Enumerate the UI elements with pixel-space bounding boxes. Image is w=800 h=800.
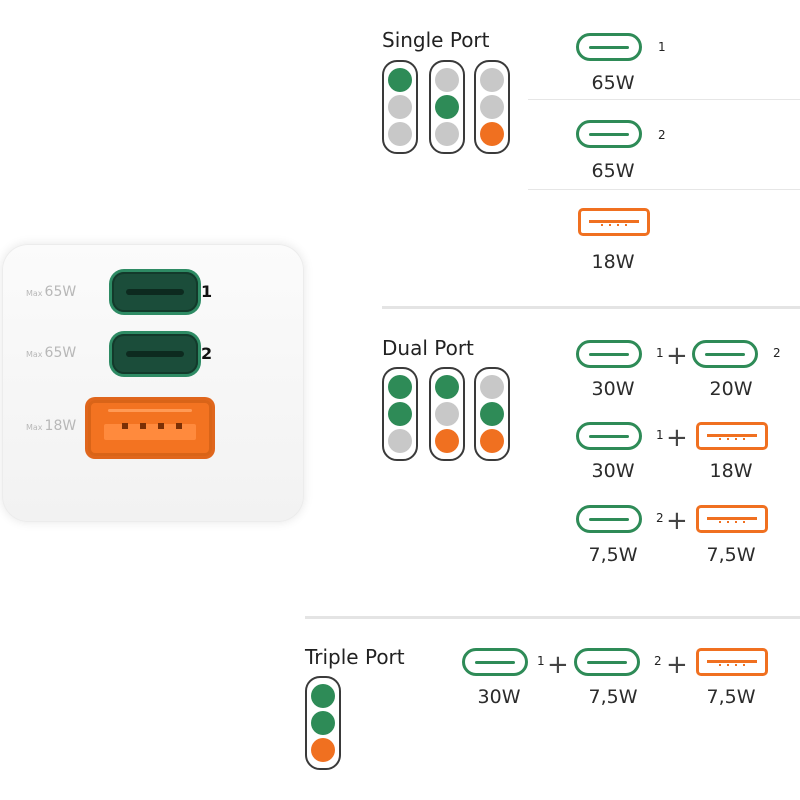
triple-b-watt: 7,5W (588, 686, 638, 708)
single-row-3-watt: 18W (591, 251, 635, 273)
usb-a-icon (696, 422, 768, 450)
single-led-indicator-2 (429, 60, 465, 154)
dual-row-2-a-watt: 30W (591, 460, 635, 482)
port-1-number: 1 (201, 282, 213, 301)
single-row-1-watt: 65W (591, 72, 635, 94)
usb-c-icon (576, 120, 642, 148)
section-divider (382, 306, 800, 309)
dual-row-3-a-label: 2 (656, 511, 664, 525)
dual-led-indicator-3 (474, 367, 510, 461)
plus-sign: + (666, 650, 688, 680)
triple-b-label: 2 (654, 654, 662, 668)
single-row-1-port-label: 1 (658, 40, 666, 54)
usb-c-icon (692, 340, 758, 368)
triple-a-watt: 30W (477, 686, 521, 708)
usb-c-icon (576, 505, 642, 533)
plus-sign: + (666, 341, 688, 371)
usb-c-port-2 (112, 334, 198, 374)
plus-sign: + (547, 650, 569, 680)
usb-c-icon (576, 422, 642, 450)
dual-port-title: Dual Port (382, 336, 474, 360)
usb-a-icon (696, 648, 768, 676)
single-led-indicator-3 (474, 60, 510, 154)
dual-row-1-a-watt: 30W (591, 378, 635, 400)
plus-sign: + (666, 423, 688, 453)
dual-row-2-b-watt: 18W (709, 460, 753, 482)
section-divider (305, 616, 800, 619)
single-row-2-port-label: 2 (658, 128, 666, 142)
plus-sign: + (666, 506, 688, 536)
triple-led-indicator (305, 676, 341, 770)
dual-row-3-b-watt: 7,5W (706, 544, 756, 566)
single-port-title: Single Port (382, 28, 490, 52)
usb-c-icon (576, 340, 642, 368)
dual-row-3-a-watt: 7,5W (588, 544, 638, 566)
dual-led-indicator-2 (429, 367, 465, 461)
single-row-2-watt: 65W (591, 160, 635, 182)
port-2-number: 2 (201, 344, 213, 363)
usb-a-port (88, 400, 212, 456)
triple-port-title: Triple Port (305, 645, 405, 669)
usb-a-icon (696, 505, 768, 533)
dual-row-1-b-watt: 20W (709, 378, 753, 400)
usb-c-icon (574, 648, 640, 676)
triple-a-label: 1 (537, 654, 545, 668)
dual-row-2-a-label: 1 (656, 428, 664, 442)
dual-row-1-a-label: 1 (656, 346, 664, 360)
dual-row-1-b-label: 2 (773, 346, 781, 360)
dual-led-indicator-1 (382, 367, 418, 461)
usb-c-icon (576, 33, 642, 61)
divider (528, 99, 800, 100)
divider (528, 189, 800, 190)
usb-c-icon (462, 648, 528, 676)
single-led-indicator-1 (382, 60, 418, 154)
usb-c-port-1 (112, 272, 198, 312)
usb-a-icon (578, 208, 650, 236)
triple-c-watt: 7,5W (706, 686, 756, 708)
